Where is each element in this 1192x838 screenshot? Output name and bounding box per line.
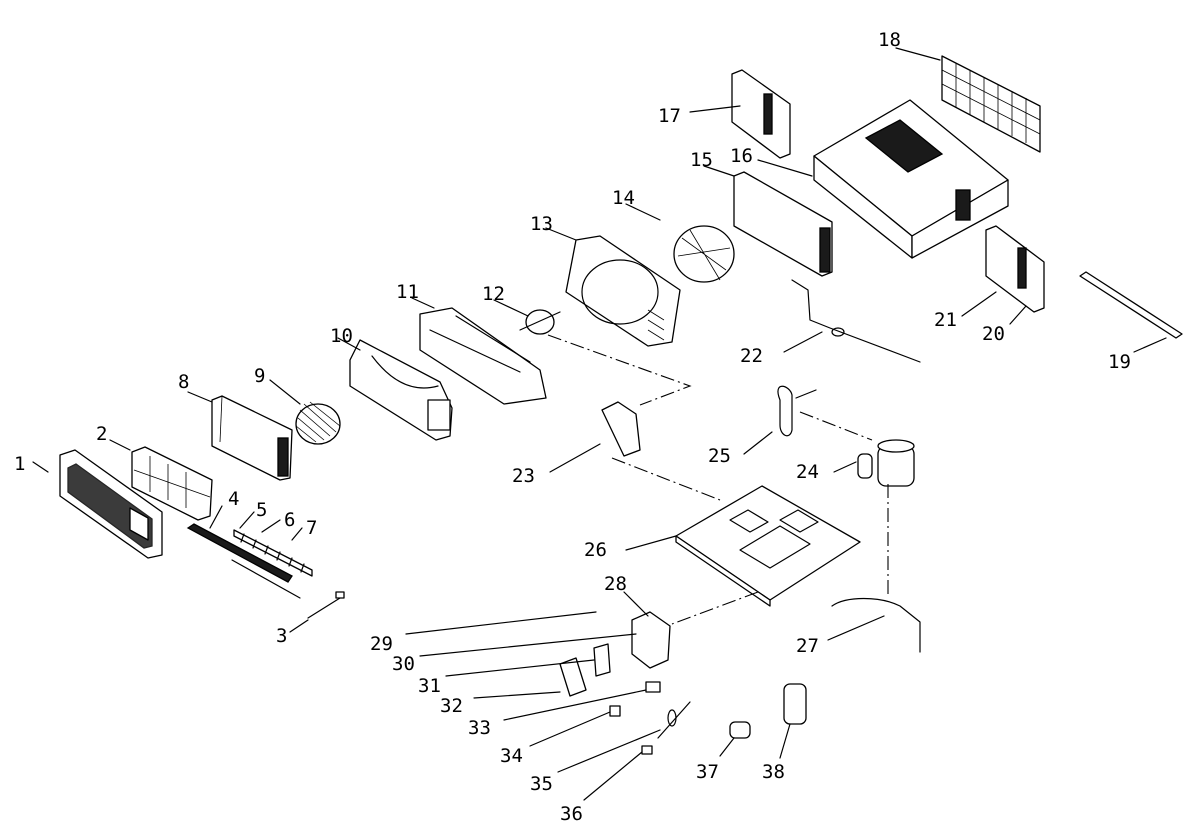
part-1-front-panel <box>59 449 163 559</box>
part-22-cap-tube <box>791 279 921 363</box>
label-27: 27 <box>796 635 819 657</box>
part-25-suction-tube <box>777 385 817 437</box>
label-17: 17 <box>658 105 681 127</box>
label-28: 28 <box>604 573 627 595</box>
label-1: 1 <box>14 453 25 475</box>
part-23-bracket <box>601 401 641 457</box>
label-32: 32 <box>440 695 463 717</box>
label-37: 37 <box>696 761 719 783</box>
label-14: 14 <box>612 187 635 209</box>
callout-labels: 1 2 3 4 5 6 7 8 9 10 11 12 13 14 15 16 1… <box>14 29 1131 825</box>
label-31: 31 <box>418 675 441 697</box>
part-3-sensor <box>307 591 345 619</box>
label-10: 10 <box>330 325 353 347</box>
label-24: 24 <box>796 461 819 483</box>
label-34: 34 <box>500 745 523 767</box>
part-28-control-box <box>631 611 671 669</box>
part-16-cabinet <box>813 99 1009 259</box>
label-20: 20 <box>982 323 1005 345</box>
assembly-lines <box>547 334 889 625</box>
part-19-rail <box>1079 271 1183 339</box>
label-33: 33 <box>468 717 491 739</box>
part-30-control-board <box>593 643 611 677</box>
label-16: 16 <box>730 145 753 167</box>
label-30: 30 <box>392 653 415 675</box>
leader-lines <box>32 47 1167 801</box>
label-29: 29 <box>370 633 393 655</box>
part-37-capacitor <box>729 721 751 739</box>
label-2: 2 <box>96 423 107 445</box>
label-5: 5 <box>256 499 267 521</box>
label-18: 18 <box>878 29 901 51</box>
part-36-plug <box>641 745 653 755</box>
part-8-evaporator <box>211 395 293 481</box>
label-26: 26 <box>584 539 607 561</box>
part-27-discharge-tube <box>831 597 921 653</box>
label-13: 13 <box>530 213 553 235</box>
part-33-switch <box>645 681 661 693</box>
label-19: 19 <box>1108 351 1131 373</box>
label-21: 21 <box>934 309 957 331</box>
label-11: 11 <box>396 281 419 303</box>
label-9: 9 <box>254 365 265 387</box>
part-5-louver-blades <box>233 529 313 577</box>
part-26-base-pan <box>675 485 861 607</box>
part-24-compressor <box>857 439 915 487</box>
label-36: 36 <box>560 803 583 825</box>
label-23: 23 <box>512 465 535 487</box>
part-10-scroll-housing <box>349 339 453 441</box>
part-12-fan-motor <box>519 309 561 335</box>
part-13-shroud <box>565 235 681 347</box>
part-6-link-rod <box>231 559 301 599</box>
label-8: 8 <box>178 371 189 393</box>
part-20-side-panel <box>985 225 1045 313</box>
label-25: 25 <box>708 445 731 467</box>
label-22: 22 <box>740 345 763 367</box>
part-38-cover <box>783 683 807 725</box>
label-15: 15 <box>690 149 713 171</box>
label-38: 38 <box>762 761 785 783</box>
part-15-condenser <box>733 171 833 277</box>
part-18-rear-grille <box>941 55 1041 153</box>
label-7: 7 <box>306 517 317 539</box>
label-3: 3 <box>276 625 287 647</box>
part-17-side-panel <box>731 69 791 159</box>
part-32-remote <box>559 657 587 697</box>
part-9-blower-wheel <box>295 401 341 445</box>
part-35-thermistor <box>657 701 691 739</box>
part-34-connector <box>609 705 621 717</box>
part-2-filter <box>131 446 213 521</box>
part-11-bulkhead <box>419 307 547 405</box>
label-35: 35 <box>530 773 553 795</box>
label-12: 12 <box>482 283 505 305</box>
part-14-condenser-fan <box>673 225 735 283</box>
part-4-louver-bar <box>186 523 293 583</box>
label-4: 4 <box>228 488 239 510</box>
label-6: 6 <box>284 509 295 531</box>
